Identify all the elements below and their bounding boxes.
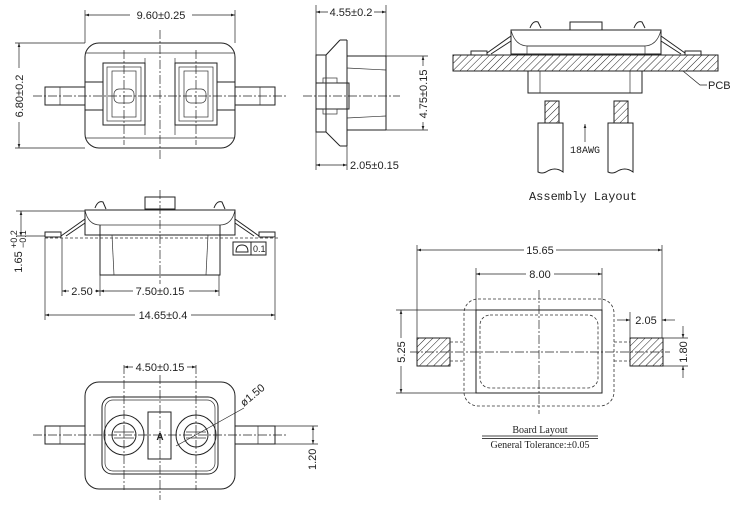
hole-diameter-dim: ø1.50	[238, 382, 267, 409]
assembly-layout: PCB 18AWG Assembly Layout	[452, 21, 731, 204]
front-height-tol-plus: +0.2	[9, 230, 19, 248]
front-view: 0.1 1.65 +0.2 −0.1 2.50 7.50±0.15 14.65±…	[9, 190, 280, 322]
board-layout: 15.65 8.00 5.25 2.05 1.80 Board Layout G…	[394, 243, 690, 451]
board-height-dim: 5.25	[396, 341, 408, 362]
pcb-label: PCB	[708, 80, 731, 92]
board-overall-dim: 15.65	[526, 245, 554, 257]
side-height-dim: 4.75±0.15	[418, 70, 430, 119]
bottom-view: A 4.50±0.15 ø1.50 1.20	[33, 360, 319, 500]
top-view: 9.60±0.25 6.80±0.2	[12, 8, 287, 160]
top-width-dim: 9.60±0.25	[137, 10, 186, 22]
board-layout-title: Board Layout	[512, 425, 567, 436]
pin-pitch-dim: 4.50±0.15	[136, 362, 185, 374]
side-flange-dim: 2.05±0.15	[350, 160, 399, 172]
wire-gauge-label: 18AWG	[570, 146, 600, 157]
side-view: 4.55±0.2 4.75±0.15 2.05±0.15	[303, 5, 430, 172]
pad-height-dim: 1.80	[678, 341, 690, 362]
flatness-value: 0.1	[253, 244, 266, 254]
assembly-layout-title: Assembly Layout	[529, 190, 637, 204]
general-tolerance: General Tolerance:±0.05	[490, 440, 589, 451]
front-height-tol-minus: −0.1	[18, 230, 28, 248]
pad-width-dim: 2.05	[635, 315, 656, 327]
top-height-dim: 6.80±0.2	[14, 75, 26, 118]
front-height-dim: 1.65	[13, 251, 25, 272]
board-cutout-dim: 8.00	[529, 269, 550, 281]
overall-width-dim: 14.65±0.4	[139, 310, 188, 322]
pin-size-dim: 1.20	[307, 449, 319, 470]
side-depth-dim: 4.55±0.2	[330, 7, 373, 19]
offset-dim: 2.50	[71, 286, 92, 298]
body-width-dim: 7.50±0.15	[136, 286, 185, 298]
